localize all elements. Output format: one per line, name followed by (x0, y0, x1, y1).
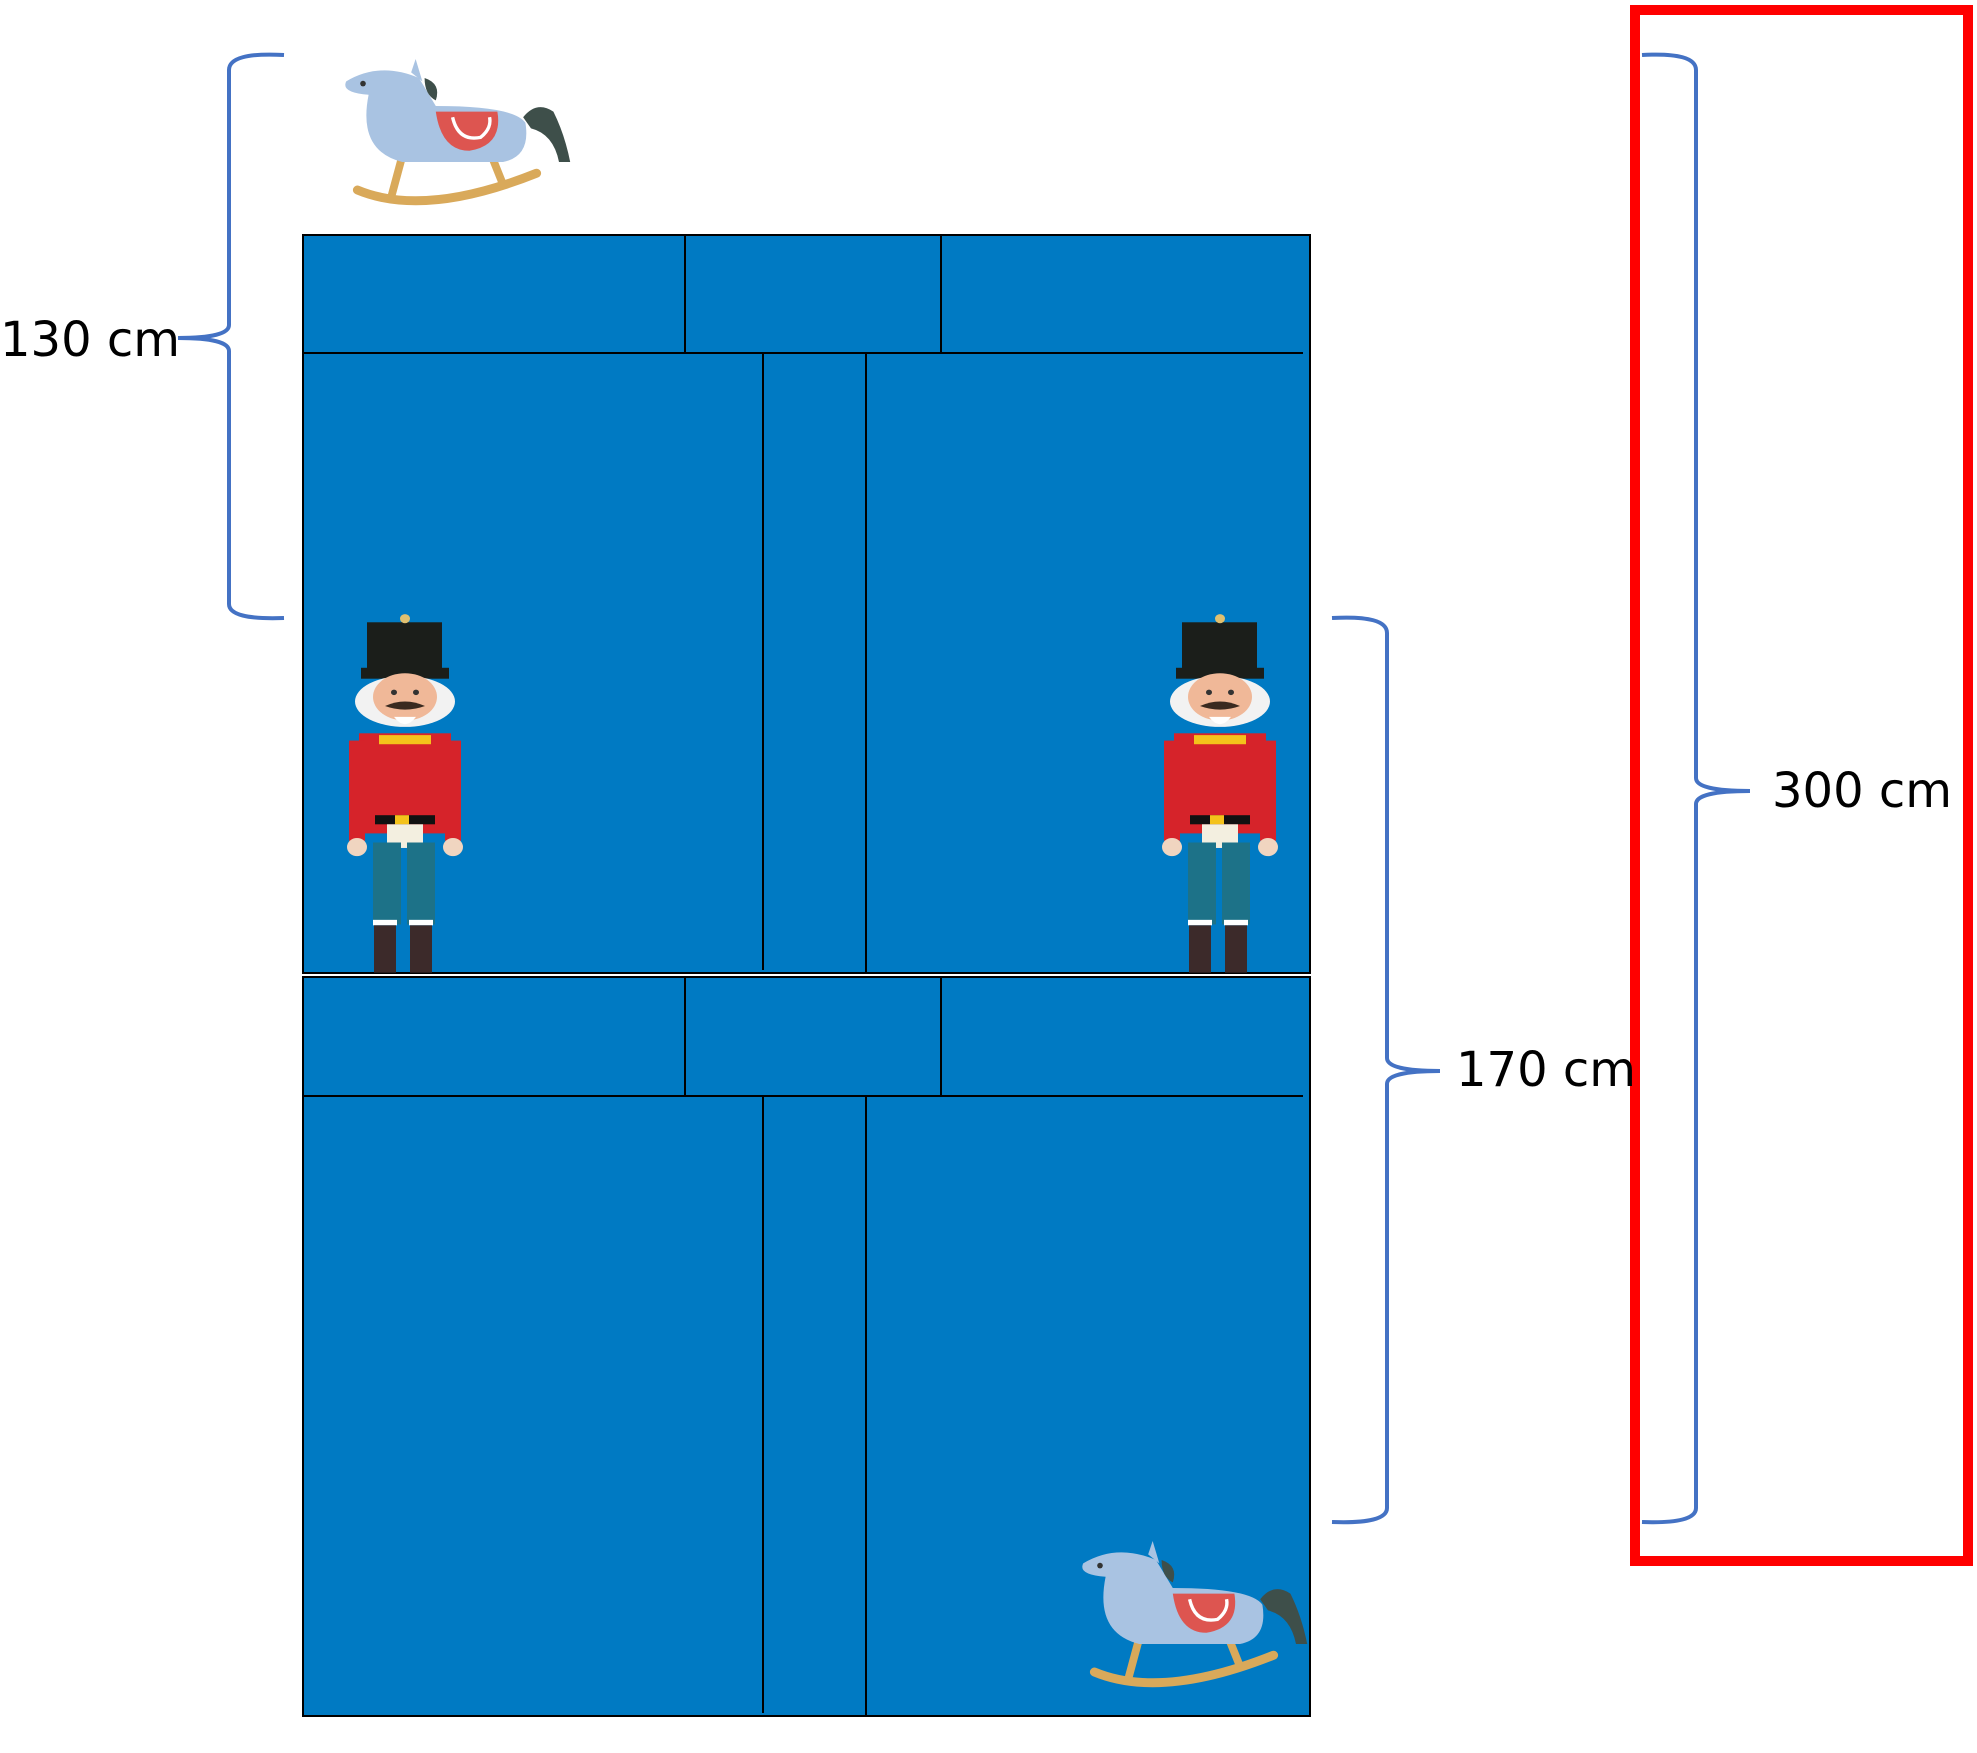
wardrobe-top-section (302, 234, 1311, 974)
height-frame-300cm (1630, 5, 1973, 1566)
rocking-horse-top-icon (345, 59, 570, 201)
brace-130cm (177, 52, 285, 621)
brace-300cm (1641, 52, 1751, 1525)
label-300cm: 300 cm (1772, 763, 1952, 819)
brace-170cm (1331, 615, 1441, 1525)
label-130cm: 130 cm (0, 312, 180, 368)
label-170cm: 170 cm (1456, 1042, 1636, 1098)
